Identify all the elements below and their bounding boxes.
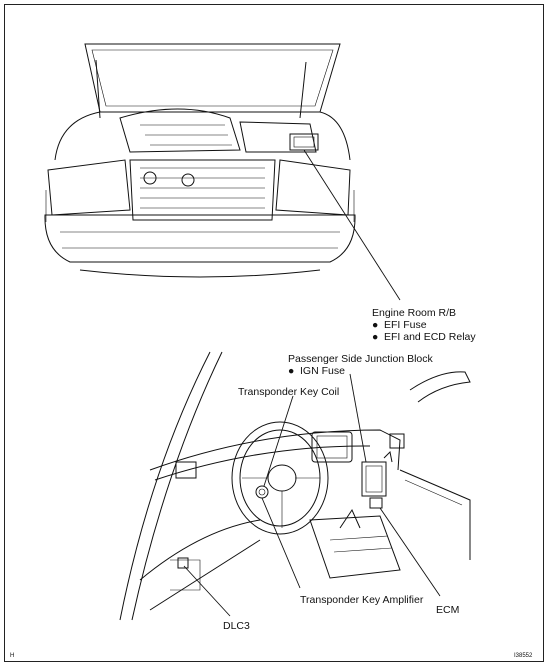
figure-border [4,4,544,662]
label-passenger-junction-block: Passenger Side Junction Block [288,353,433,365]
interior-leaders [183,373,441,617]
label-ecm: ECM [436,604,459,616]
corner-letter: H [10,653,14,659]
bullet-efi-fuse: ● [372,319,378,331]
label-ign-fuse: IGN Fuse [300,365,345,377]
label-dlc3: DLC3 [223,620,250,632]
label-transponder-key-amplifier: Transponder Key Amplifier [300,594,424,606]
engine-compartment-illustration [44,43,356,278]
label-engine-room-rb: Engine Room R/B [372,307,456,319]
label-transponder-key-coil: Transponder Key Coil [238,386,339,398]
dashboard-interior-illustration [119,351,471,621]
engine-room-rb-leader [303,149,401,301]
figure-code: I38552 [514,653,533,659]
bullet-ign-fuse: ● [288,365,294,377]
label-efi-fuse: EFI Fuse [384,319,427,331]
bullet-efi-ecd-relay: ● [372,331,378,343]
label-efi-ecd-relay: EFI and ECD Relay [384,331,476,343]
